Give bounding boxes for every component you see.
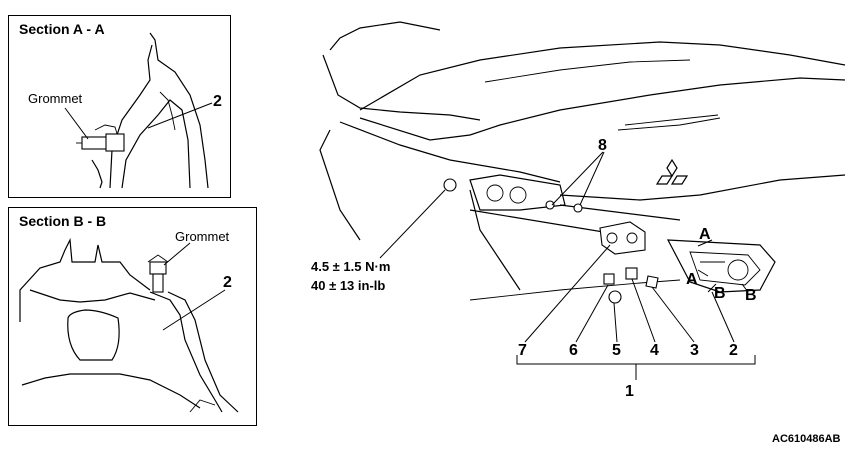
part-number-6: 6 [569, 342, 578, 359]
section-aa-title: Section A - A [19, 21, 105, 37]
trunk-lid-outline [319, 21, 846, 301]
part-number-2: 2 [729, 342, 738, 359]
section-aa-callout-2: 2 [213, 93, 222, 110]
section-bb-grommet-label: Grommet [175, 229, 230, 244]
figure-code: AC610486AB [772, 433, 841, 445]
section-bb-callout-2: 2 [223, 274, 232, 291]
section-mark-a-lower: A [686, 271, 698, 288]
part-number-3: 3 [690, 342, 699, 359]
leader-lines [379, 151, 756, 380]
torque-spec: 4.5 ± 1.5 N·m 40 ± 13 in-lb [311, 257, 390, 295]
section-bb-title: Section B - B [19, 213, 107, 229]
section-bb-panel [8, 207, 257, 426]
small-parts [443, 178, 659, 304]
torque-inlb: 40 ± 13 in-lb [311, 278, 386, 293]
part-number-7: 7 [518, 342, 527, 359]
section-aa-grommet-label: Grommet [28, 91, 83, 106]
section-bb-drawing [19, 237, 239, 413]
torque-nm: 4.5 ± 1.5 N·m [311, 259, 391, 274]
section-mark-b-left: B [714, 285, 726, 302]
mounting-bracket-7 [599, 221, 646, 255]
section-mark-b-right: B [745, 287, 757, 304]
callout-8: 8 [598, 137, 607, 154]
part-number-4: 4 [650, 342, 659, 359]
group-number-1: 1 [625, 383, 634, 400]
section-mark-a-upper: A [699, 226, 711, 243]
section-aa-drawing [64, 32, 213, 189]
lamp-assembly-2 [666, 239, 776, 293]
part-number-5: 5 [612, 342, 621, 359]
